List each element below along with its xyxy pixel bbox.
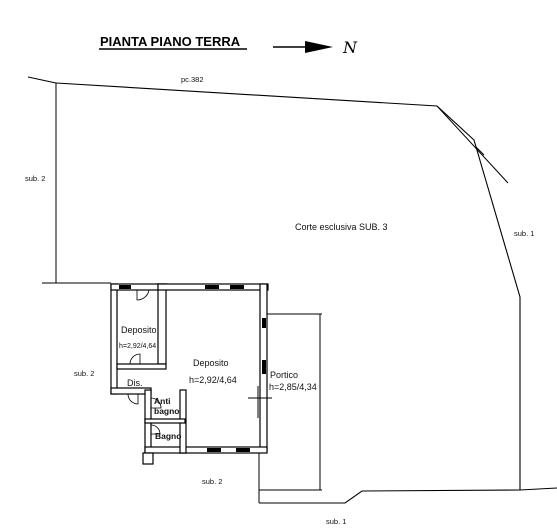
portico-outline [258,313,322,503]
room-portico-height: h=2,85/4,34 [269,382,317,392]
room-bagno-label: Bagno [155,431,181,441]
room-dis-label: Dis. [127,378,143,388]
neighbor-east: sub. 1 [514,229,534,238]
neighbor-west-upper: sub. 2 [25,174,45,183]
room-antibagno-line1: Anti [154,396,171,406]
neighbor-south-inner: sub. 2 [202,477,222,486]
room-deposito-small-height: h=2,92/4,64 [119,343,156,350]
parcel-label: pc.382 [181,75,204,84]
building-walls [110,283,269,465]
neighbor-west-lower: sub. 2 [74,369,94,378]
neighbor-south-outer: sub. 1 [326,517,346,526]
room-deposito-small-name: Deposito [121,325,157,335]
plan-title: PIANTA PIANO TERRA [100,34,241,49]
court-label: Corte esclusiva SUB. 3 [295,222,388,232]
north-arrow-icon [273,41,333,53]
room-antibagno-line2: bagno [154,406,180,416]
site-boundary [27,76,557,504]
room-deposito-main-name: Deposito [193,358,229,368]
windows [119,285,266,452]
door-swings [127,289,272,435]
north-label: N [342,38,358,57]
room-portico-name: Portico [270,370,298,380]
room-deposito-main-height: h=2,92/4,64 [189,375,237,385]
